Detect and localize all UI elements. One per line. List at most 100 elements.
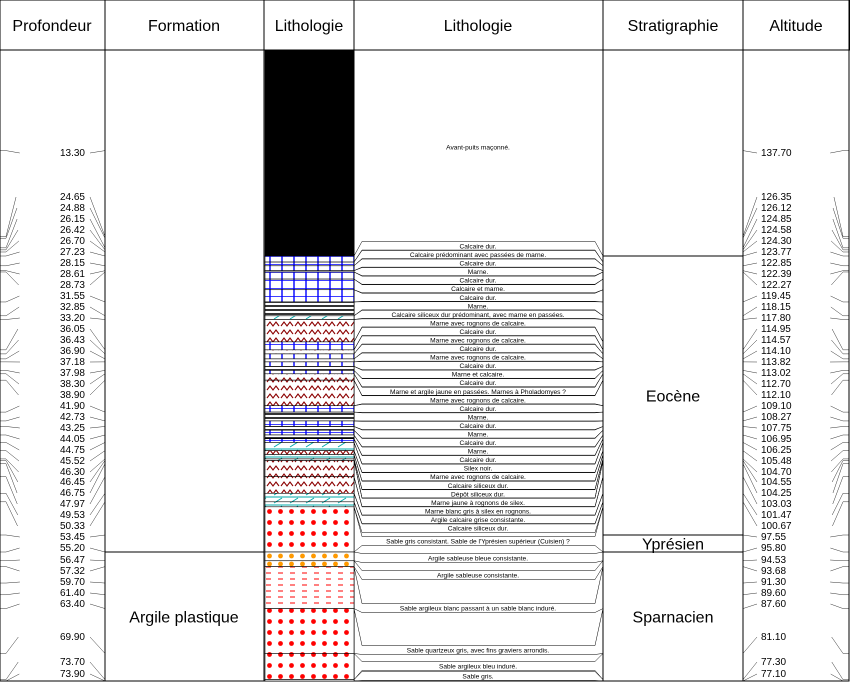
altitude-leader xyxy=(832,476,849,505)
altitude-label: 105.48 xyxy=(761,456,792,467)
altitude-leader xyxy=(742,603,758,609)
depth-leader xyxy=(0,295,20,303)
altitude-label: 114.57 xyxy=(761,335,791,346)
depth-label: 59.70 xyxy=(60,577,85,588)
depth-leader xyxy=(89,592,106,595)
depth-leader xyxy=(0,350,20,360)
altitude-label: 137.70 xyxy=(761,148,792,159)
depth-leader xyxy=(89,442,106,451)
description-leader xyxy=(353,241,604,257)
altitude-leader xyxy=(831,493,849,516)
description-leader xyxy=(353,442,604,464)
depth-leader xyxy=(0,434,20,440)
depth-label: 73.90 xyxy=(60,669,85,680)
depth-leader xyxy=(89,581,106,584)
lithology-layer xyxy=(264,608,355,654)
altitude-leader xyxy=(830,240,849,253)
layer-description: Sable argileux bleu induré. xyxy=(439,664,517,671)
altitude-label: 117.80 xyxy=(761,313,791,324)
altitude-label: 106.25 xyxy=(761,445,792,456)
lithology-layer xyxy=(264,353,355,360)
description-leader xyxy=(353,366,604,370)
description-leader xyxy=(353,403,604,406)
altitude-leader xyxy=(831,458,849,473)
altitude-leader xyxy=(742,373,758,385)
altitude-label: 103.03 xyxy=(761,499,792,510)
altitude-label: 104.25 xyxy=(761,488,792,499)
depth-leader xyxy=(0,592,20,595)
description-leader xyxy=(353,335,604,350)
description-leader xyxy=(353,289,604,294)
formation-column: Argile plastique xyxy=(105,551,264,627)
depth-label: 24.88 xyxy=(60,203,85,214)
layer-description: Silex noir. xyxy=(464,466,493,473)
altitude-label: 113.82 xyxy=(761,357,791,368)
altitude-leader xyxy=(742,493,758,516)
lithology-pattern-column xyxy=(264,49,355,682)
depth-leader xyxy=(0,476,18,505)
depth-leader xyxy=(89,463,106,494)
altitude-leader xyxy=(742,534,758,538)
altitude-leader xyxy=(742,370,758,374)
altitude-label: 87.60 xyxy=(761,599,786,610)
layer-description: Calcaire dur. xyxy=(459,244,496,251)
depth-label: 32.85 xyxy=(60,302,85,313)
altitude-leader xyxy=(742,271,758,286)
altitude-label: 108.27 xyxy=(761,412,792,423)
depth-leader xyxy=(0,501,18,527)
depth-leader xyxy=(89,547,106,553)
lithology-layer xyxy=(264,265,355,271)
depth-label: 49.53 xyxy=(60,510,85,521)
altitude-leader xyxy=(742,207,758,239)
depth-leader xyxy=(89,416,106,422)
depth-label: 37.18 xyxy=(60,357,85,368)
altitude-leader xyxy=(742,476,758,505)
altitude-label: 89.60 xyxy=(761,588,786,599)
header-row: Profondeur Formation Lithologie Litholog… xyxy=(0,0,850,51)
depth-label: 28.15 xyxy=(60,258,85,269)
depth-leader xyxy=(89,218,106,248)
depth-leader xyxy=(89,207,106,239)
depth-label: 44.05 xyxy=(60,434,85,445)
depth-leader xyxy=(0,317,20,320)
header-depth: Profondeur xyxy=(12,18,92,35)
altitude-leader xyxy=(742,460,758,483)
altitude-leader xyxy=(831,229,849,251)
altitude-leader xyxy=(742,661,758,680)
description-leader xyxy=(353,258,604,266)
depth-leader xyxy=(0,450,20,462)
altitude-leader xyxy=(742,501,758,527)
layer-description: Marne avec rognons de calcaire. xyxy=(430,397,526,404)
depth-leader xyxy=(89,426,106,429)
depth-label: 53.45 xyxy=(60,532,85,543)
depth-label: 69.90 xyxy=(60,632,85,643)
depth-leader xyxy=(0,229,19,251)
description-leader xyxy=(353,671,604,680)
layer-description: Marne et calcaire. xyxy=(452,372,505,379)
altitude-label: 122.85 xyxy=(761,258,792,269)
layer-description: Marne. xyxy=(468,269,489,276)
altitude-leader xyxy=(742,240,758,253)
depth-label: 46.75 xyxy=(60,488,85,499)
altitude-leader xyxy=(742,380,758,396)
depth-leader xyxy=(89,636,106,654)
altitude-leader xyxy=(742,673,758,682)
layer-description: Argile sableuse bleue consistante. xyxy=(428,556,528,563)
layer-description: Calcaire dur. xyxy=(459,423,496,430)
description-leader xyxy=(353,566,604,580)
altitude-leader xyxy=(830,150,849,154)
depth-leader xyxy=(0,534,20,538)
altitude-label: 77.30 xyxy=(761,657,786,668)
altitude-label: 122.39 xyxy=(761,269,792,280)
altitude-leader xyxy=(742,450,758,462)
depth-label: 28.61 xyxy=(60,269,85,280)
depth-leader xyxy=(0,207,18,239)
depth-leader xyxy=(89,476,106,505)
altitude-leader xyxy=(830,566,849,572)
altitude-label: 91.30 xyxy=(761,577,786,588)
depth-leader xyxy=(89,295,106,303)
header-lithology-pattern: Lithologie xyxy=(275,18,344,35)
altitude-leader xyxy=(830,416,849,422)
depth-label: 24.65 xyxy=(60,192,85,203)
